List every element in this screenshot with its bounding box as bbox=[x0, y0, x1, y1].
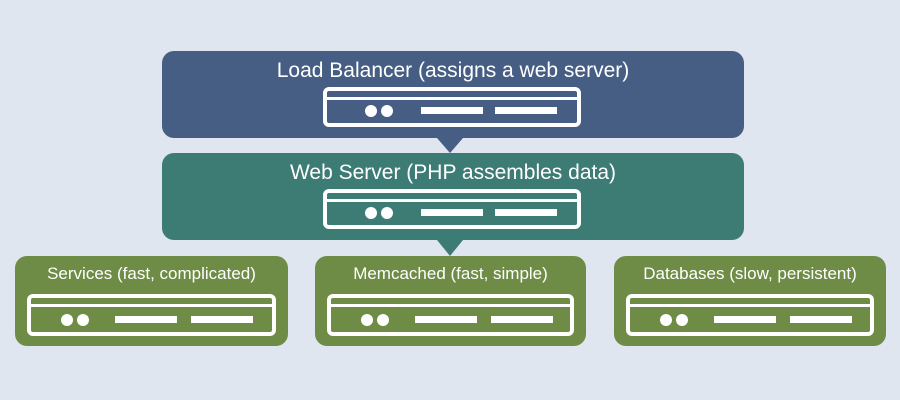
server-icon bbox=[323, 87, 581, 127]
connector-arrow bbox=[437, 240, 463, 256]
web-server-box: Web Server (PHP assembles data) bbox=[162, 153, 744, 240]
memcached-box: Memcached (fast, simple) bbox=[315, 256, 586, 346]
connector-arrow bbox=[437, 138, 463, 153]
memcached-title: Memcached (fast, simple) bbox=[353, 264, 548, 283]
services-box: Services (fast, complicated) bbox=[15, 256, 288, 346]
databases-title: Databases (slow, persistent) bbox=[643, 264, 857, 283]
server-icon bbox=[27, 294, 276, 336]
server-icon bbox=[323, 189, 581, 229]
server-icon bbox=[626, 294, 874, 336]
services-title: Services (fast, complicated) bbox=[47, 264, 256, 283]
server-icon bbox=[327, 294, 574, 336]
load-balancer-title: Load Balancer (assigns a web server) bbox=[276, 59, 630, 82]
load-balancer-box: Load Balancer (assigns a web server) bbox=[162, 51, 744, 138]
web-server-title: Web Server (PHP assembles data) bbox=[289, 161, 617, 184]
databases-box: Databases (slow, persistent) bbox=[614, 256, 886, 346]
